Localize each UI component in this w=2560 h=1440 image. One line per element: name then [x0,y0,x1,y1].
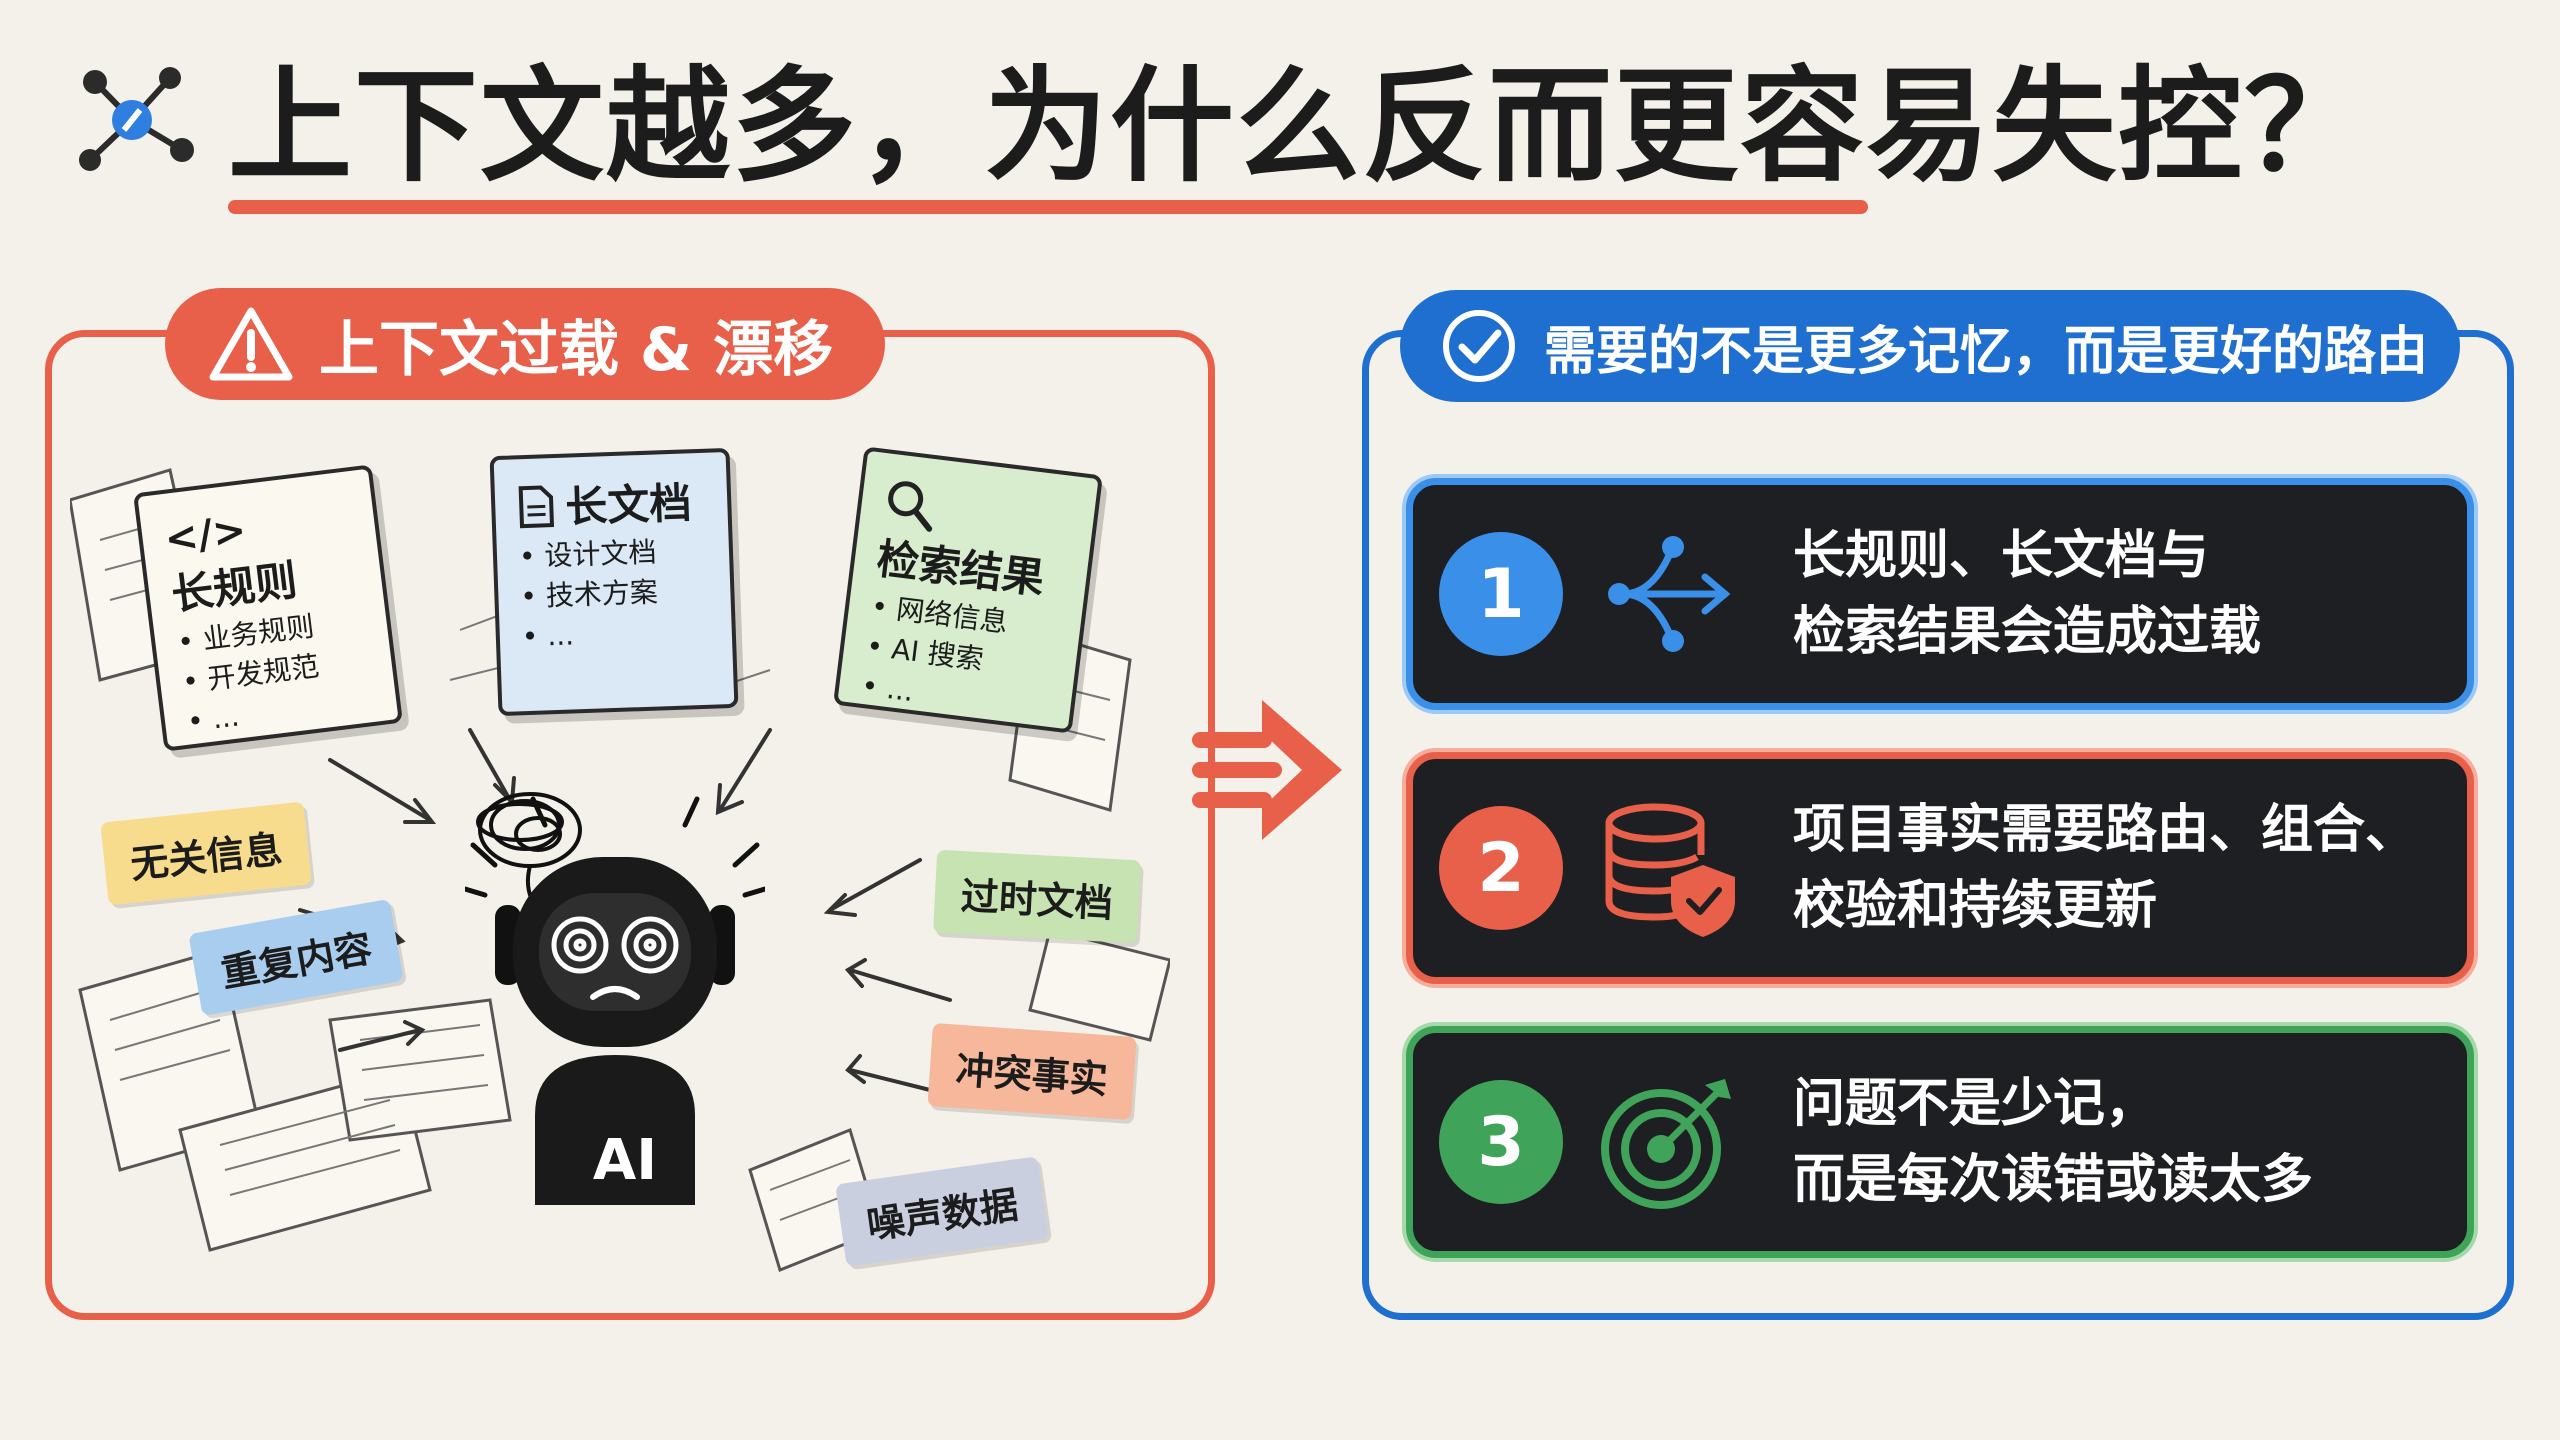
card-long-rules: </> 长规则 • 业务规则 • 开发规范 • ... [133,464,403,752]
database-shield-icon [1605,803,1735,937]
card-title: 长文档 [564,478,693,532]
check-circle-icon [1443,310,1515,382]
card-title-row: 长文档 [516,475,706,538]
network-logo-icon [79,67,194,171]
warning-icon [209,307,293,381]
routing-header-label: 需要的不是更多记忆，而是更好的路由 [1544,321,2429,382]
step-number: 3 [1439,1080,1563,1204]
card-item: • ... [521,618,575,654]
tag-conflicting-facts: 冲突事实 [927,1022,1137,1121]
search-icon [888,481,933,532]
confused-robot-icon [465,796,765,1205]
target-icon [1601,1079,1731,1209]
step-text: 项目事实需要路由、组合、 校验和持续更新 [1793,792,2417,944]
doc-icon [518,485,555,529]
card-long-docs: 长文档 • 设计文档 • 技术方案 • ... [489,447,739,717]
step-card-1: 1 长规则、长文档与 检索结果会造成过载 [1406,478,2474,710]
card-search-results: 检索结果 • 网络信息 • AI 搜索 • ... [833,446,1103,734]
step-text: 问题不是少记， 而是每次读错或读太多 [1793,1066,2313,1218]
card-item: • 技术方案 [519,575,659,614]
step-card-2: 2 项目事实需要路由、组合、 校验和持续更新 [1406,752,2474,984]
routing-arrows-icon [1608,536,1731,652]
overload-header-label: 上下文过载 & 漂移 [319,314,834,385]
page-title: 上下文越多，为什么反而更容易失控？ [228,55,2371,199]
tag-outdated-docs: 过时文档 [932,849,1142,944]
step-number: 1 [1439,532,1563,656]
step-line: 检索结果会造成过载 [1793,602,2262,662]
right-arrow-icon [1192,700,1342,840]
step-card-3: 3 问题不是少记， 而是每次读错或读太多 [1406,1026,2474,1258]
step-line: 而是每次读错或读太多 [1793,1150,2314,1210]
step-line: 问题不是少记， [1793,1074,2158,1134]
overload-header-pill: 上下文过载 & 漂移 [165,288,885,400]
step-line: 长规则、长文档与 [1793,526,2210,586]
routing-header-pill: 需要的不是更多记忆，而是更好的路由 [1400,290,2460,402]
title-underline [228,200,1868,214]
step-line: 项目事实需要路由、组合、 [1793,800,2418,860]
step-number: 2 [1439,806,1563,930]
robot-ai-label: AI [592,1128,658,1193]
card-item: • 设计文档 [518,535,657,574]
step-text: 长规则、长文档与 检索结果会造成过载 [1793,518,2261,670]
step-line: 校验和持续更新 [1793,876,2158,936]
